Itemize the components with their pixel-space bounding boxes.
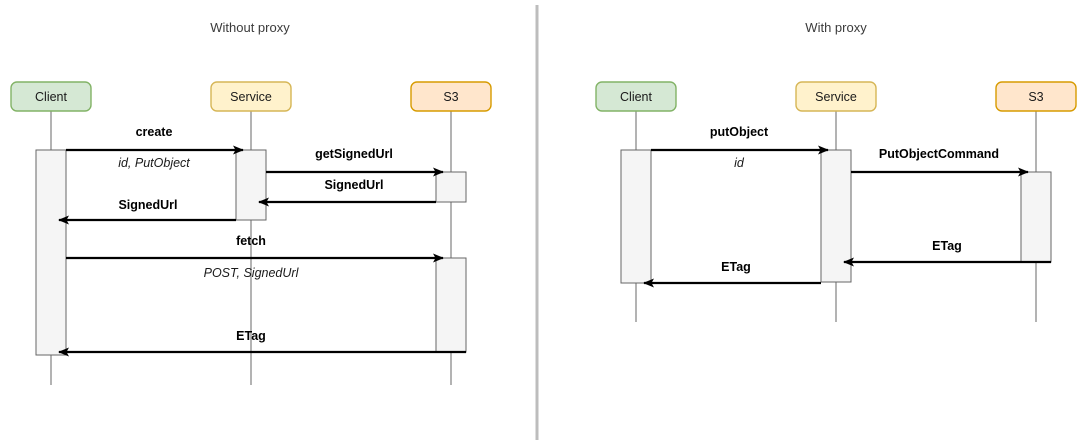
actor-label-client: Client [620, 90, 652, 104]
message-label: SignedUrl [118, 198, 177, 212]
actor-label-service: Service [230, 90, 272, 104]
actor-label-client: Client [35, 90, 67, 104]
actor-box-client[interactable] [595, 81, 677, 112]
panel-title: With proxy [805, 20, 867, 35]
activation-bar-s3 [435, 171, 467, 203]
message-label: ETag [932, 239, 962, 253]
message-label: fetch [236, 234, 266, 248]
message-label: PutObjectCommand [879, 147, 999, 161]
message-label: create [136, 125, 173, 139]
actor-box-s3[interactable] [995, 81, 1077, 112]
panel-title: Without proxy [210, 20, 290, 35]
actor-box-service[interactable] [795, 81, 877, 112]
actor-box-s3[interactable] [410, 81, 492, 112]
message-sublabel: id, PutObject [118, 156, 190, 170]
message-sublabel: id [734, 156, 745, 170]
message-label: getSignedUrl [315, 147, 393, 161]
actor-label-service: Service [815, 90, 857, 104]
message-label: ETag [236, 329, 266, 343]
activation-bar-client [620, 149, 652, 284]
message-sublabel: POST, SignedUrl [204, 266, 300, 280]
actor-box-service[interactable] [210, 81, 292, 112]
message-label: SignedUrl [324, 178, 383, 192]
actor-box-client[interactable] [10, 81, 92, 112]
message-label: putObject [710, 125, 769, 139]
actor-label-s3: S3 [1028, 90, 1043, 104]
message-label: ETag [721, 260, 751, 274]
activation-bar-s3 [1020, 171, 1052, 263]
activation-bar-service [235, 149, 267, 221]
activation-bar-client [35, 149, 67, 356]
actor-label-s3: S3 [443, 90, 458, 104]
activation-bar-s3 [435, 257, 467, 353]
